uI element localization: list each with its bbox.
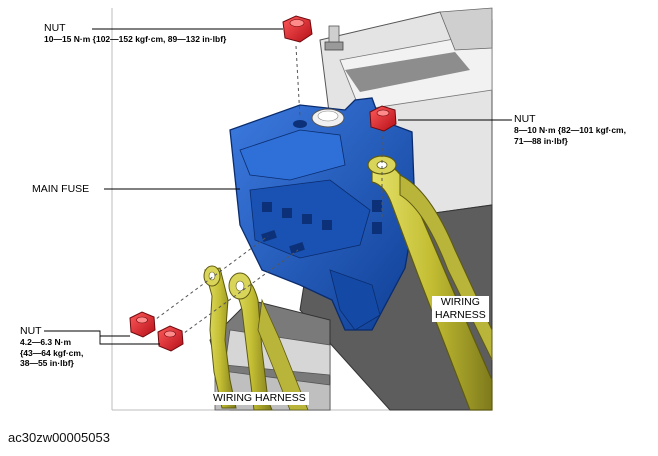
nut-top-callout: NUT 10—15 N·m {102—152 kgf·cm, 89—132 in… [44, 22, 226, 45]
main-fuse-block [229, 97, 416, 331]
nut-right-callout: NUT 8—10 N·m {82—101 kgf·cm, 71—88 in·lb… [514, 113, 626, 146]
wiring-harness-right-line1: WIRING [440, 296, 480, 308]
main-fuse-title: MAIN FUSE [32, 183, 90, 195]
leader-lines [44, 28, 512, 345]
nut-right-spec-line2: 71—88 in·lbf} [514, 135, 568, 146]
wiring-harness-right-line2: HARNESS [435, 309, 486, 321]
nut-bottom-title: NUT [20, 325, 42, 337]
wiring-harness-right-label: WIRING HARNESS [432, 296, 489, 322]
nut-bottom-1-drawing [129, 311, 156, 338]
nut-top-drawing [282, 15, 313, 43]
figure-code: ac30zw00005053 [8, 430, 110, 445]
wiring-harness-bottom-drawing [203, 265, 309, 411]
nut-bottom-spec-line2: {43—64 kgf·cm, [20, 347, 84, 358]
nut-bottom-spec-line3: 38—55 in·lbf} [20, 358, 74, 368]
nut-bottom-spec-line1: 4.2—6.3 N·m [20, 337, 72, 347]
nut-right-drawing [369, 105, 397, 132]
nut-top-title: NUT [44, 22, 66, 34]
nut-right-spec-line1: 8—10 N·m {82—101 kgf·cm, [514, 125, 626, 135]
nut-right-title: NUT [514, 113, 536, 125]
nut-top-spec: 10—15 N·m {102—152 kgf·cm, 89—132 in·lbf… [44, 34, 227, 44]
nut-bottom-callout: NUT 4.2—6.3 N·m {43—64 kgf·cm, 38—55 in·… [20, 325, 83, 369]
wiring-harness-bottom-label: WIRING HARNESS [210, 392, 309, 405]
wiring-harness-right-drawing [367, 155, 493, 411]
nut-bottom-2-drawing [157, 325, 184, 352]
main-fuse-callout: MAIN FUSE [32, 183, 89, 195]
wiring-harness-bottom-title: WIRING HARNESS [213, 392, 306, 404]
alignment-dashed-lines [151, 45, 383, 337]
